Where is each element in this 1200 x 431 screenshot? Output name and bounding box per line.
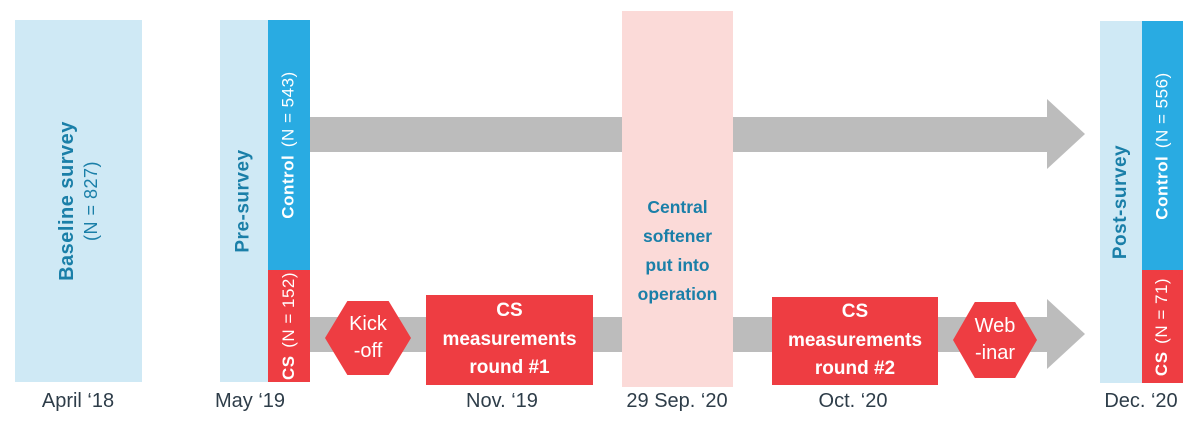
- cs-arrow-head: [1047, 299, 1085, 369]
- pre-cs-bar: CS (N = 152): [268, 270, 310, 382]
- post-survey-box: Post-survey: [1100, 21, 1142, 383]
- pre-cs-label: CS (N = 152): [279, 272, 299, 380]
- post-control-n: (N = 556): [1152, 71, 1172, 148]
- post-cs-bar: CS (N = 71): [1142, 270, 1183, 383]
- post-cs-name: CS: [1152, 350, 1172, 376]
- baseline-survey-title: Baseline survey: [55, 121, 78, 281]
- pre-control-label: Control (N = 543): [279, 71, 299, 218]
- pre-control-bar: Control (N = 543): [268, 20, 310, 270]
- central-softener-band: Central softener put into operation: [622, 11, 733, 387]
- webinar-hexagon: Web -inar: [953, 302, 1037, 378]
- pre-cs-name: CS: [279, 355, 299, 381]
- cs-measurements-round1-label: CS measurements round #1: [442, 300, 577, 379]
- date-dec-20: Dec. ‘20: [1104, 390, 1178, 412]
- cs-measurements-round1-box: CS measurements round #1: [426, 295, 593, 385]
- post-control-name: Control: [1152, 155, 1172, 220]
- baseline-survey-box: Baseline survey (N = 827): [15, 20, 142, 382]
- baseline-survey-n: (N = 827): [80, 160, 101, 242]
- date-29-sep-20: 29 Sep. ‘20: [626, 390, 728, 412]
- date-may-19: May ‘19: [214, 390, 286, 412]
- post-control-bar: Control (N = 556): [1142, 21, 1183, 270]
- central-softener-label: Central softener put into operation: [637, 197, 718, 304]
- pre-cs-n: (N = 152): [279, 271, 299, 348]
- control-arrow-head: [1047, 99, 1085, 169]
- pre-survey-label: Pre-survey: [233, 149, 255, 253]
- kickoff-label: Kick -off: [349, 313, 387, 362]
- baseline-survey-text: Baseline survey (N = 827): [56, 121, 102, 281]
- pre-survey-box: Pre-survey: [220, 20, 268, 382]
- post-survey-label: Post-survey: [1110, 144, 1131, 260]
- post-cs-n: (N = 71): [1152, 277, 1172, 344]
- cs-measurements-round2-label: CS measurements round #2: [787, 301, 923, 380]
- date-nov-19: Nov. ‘19: [466, 390, 538, 412]
- webinar-label: Web -inar: [974, 315, 1016, 364]
- pre-control-n: (N = 543): [279, 71, 299, 148]
- date-april-18: April ‘18: [41, 390, 115, 412]
- date-oct-20: Oct. ‘20: [818, 390, 888, 412]
- post-control-label: Control (N = 556): [1153, 72, 1173, 219]
- pre-control-name: Control: [279, 154, 299, 219]
- cs-measurements-round2-box: CS measurements round #2: [772, 297, 938, 385]
- kickoff-hexagon: Kick -off: [325, 301, 411, 375]
- post-cs-label: CS (N = 71): [1153, 277, 1173, 375]
